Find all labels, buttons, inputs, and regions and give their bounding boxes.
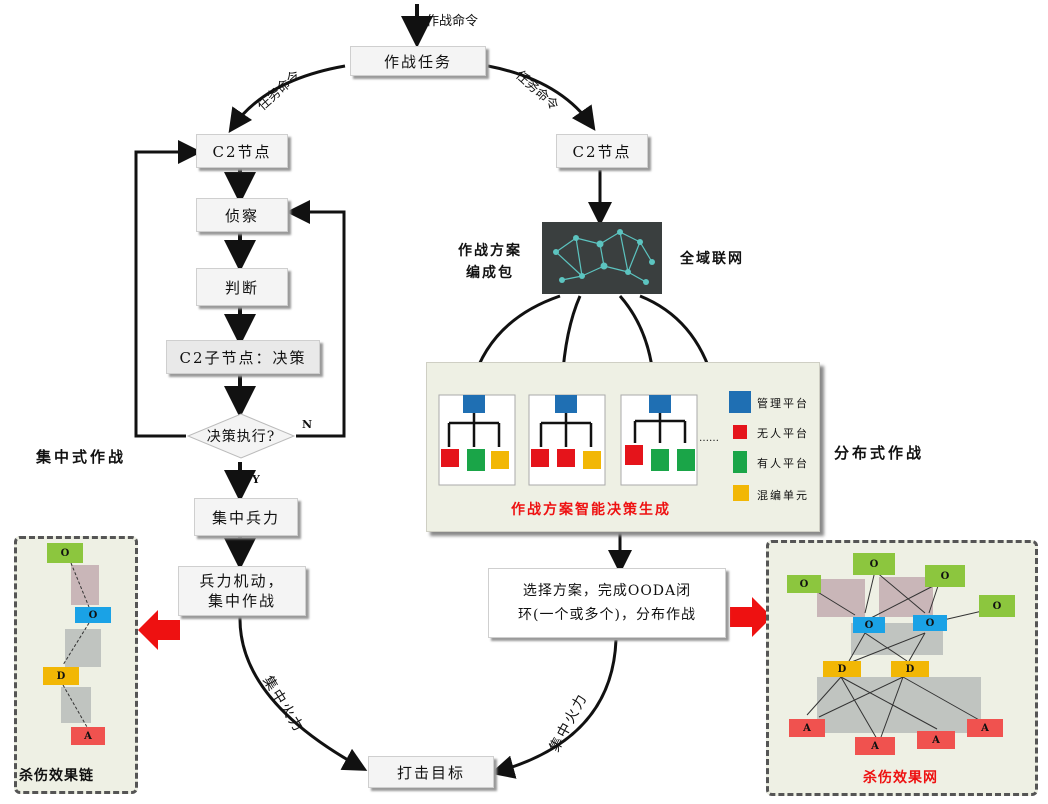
kill-web-panel: O O O O O O D D A A A A 杀伤效果网 (766, 540, 1038, 796)
right-c2-node: C2节点 (556, 134, 648, 168)
web-observe-node-3: O (925, 565, 965, 587)
combat-task-box: 作战任务 (350, 46, 486, 76)
legend-manned-platform: 有人平台 (757, 457, 809, 470)
web-act-node-4: A (967, 719, 1003, 737)
select-plan-line1: 选择方案，完成OODA闭 (522, 583, 692, 599)
maneuver-box: 兵力机动， 集中作战 (178, 566, 306, 616)
web-observe-node-1: O (787, 575, 821, 593)
legend-unmanned-platform: 无人平台 (757, 427, 809, 440)
decision-yes-label: Y (252, 473, 260, 486)
chain-act-node: A (71, 727, 105, 745)
legend-mixed-unit: 混编单元 (757, 489, 809, 502)
select-plan-line2: 环(一个或多个)，分布作战 (518, 607, 696, 623)
distributed-ops-title: 分布式作战 (834, 444, 925, 462)
decision-diamond: 决策执行? (186, 412, 296, 460)
combat-command-label: 作战命令 (426, 14, 479, 29)
kill-web-title: 杀伤效果网 (863, 770, 938, 786)
maneuver-line1: 兵力机动， (199, 572, 285, 590)
c2-subnode-decision-box: C2子节点：决策 (166, 340, 320, 374)
web-act-node-2: A (855, 737, 895, 755)
plan-package-line1: 作战方案 (458, 243, 522, 259)
left-c2-node: C2节点 (196, 134, 288, 168)
legend-management-platform: 管理平台 (757, 397, 809, 410)
network-graph-image (542, 222, 662, 294)
chain-observe-node: O (47, 543, 83, 563)
groups-ellipsis: …… (699, 433, 719, 444)
centralized-ops-title: 集中式作战 (36, 448, 127, 466)
select-plan-box: 选择方案，完成OODA闭 环(一个或多个)，分布作战 (488, 568, 726, 638)
plan-generation-title: 作战方案智能决策生成 (511, 502, 671, 518)
judge-box: 判断 (196, 268, 288, 306)
web-decide-node-2: D (891, 661, 929, 677)
chain-decide-node: D (43, 667, 79, 685)
maneuver-line2: 集中作战 (207, 592, 276, 610)
web-act-node-1: A (789, 719, 825, 737)
decision-no-label: N (302, 418, 313, 431)
recon-box: 侦察 (196, 198, 288, 232)
plan-generation-panel: …… 管理平台 无人平台 有人平台 混编单元 作战方案智能决策生成 (426, 362, 820, 532)
web-act-node-3: A (917, 731, 955, 749)
kill-chain-panel: O O D A 杀伤效果链 (14, 536, 138, 794)
concentrate-force-box: 集中兵力 (194, 498, 298, 536)
all-domain-network-label: 全域联网 (680, 251, 744, 267)
web-decide-node-1: D (823, 661, 861, 677)
decision-label: 决策执行? (206, 429, 276, 445)
web-orient-node-1: O (853, 617, 885, 633)
strike-target-box: 打击目标 (368, 756, 494, 788)
plan-package-line2: 编成包 (466, 265, 514, 281)
web-observe-node-4: O (979, 595, 1015, 617)
web-orient-node-2: O (913, 615, 947, 631)
web-observe-node-2: O (853, 553, 895, 575)
chain-orient-node: O (75, 607, 111, 623)
kill-chain-title: 杀伤效果链 (19, 768, 94, 784)
